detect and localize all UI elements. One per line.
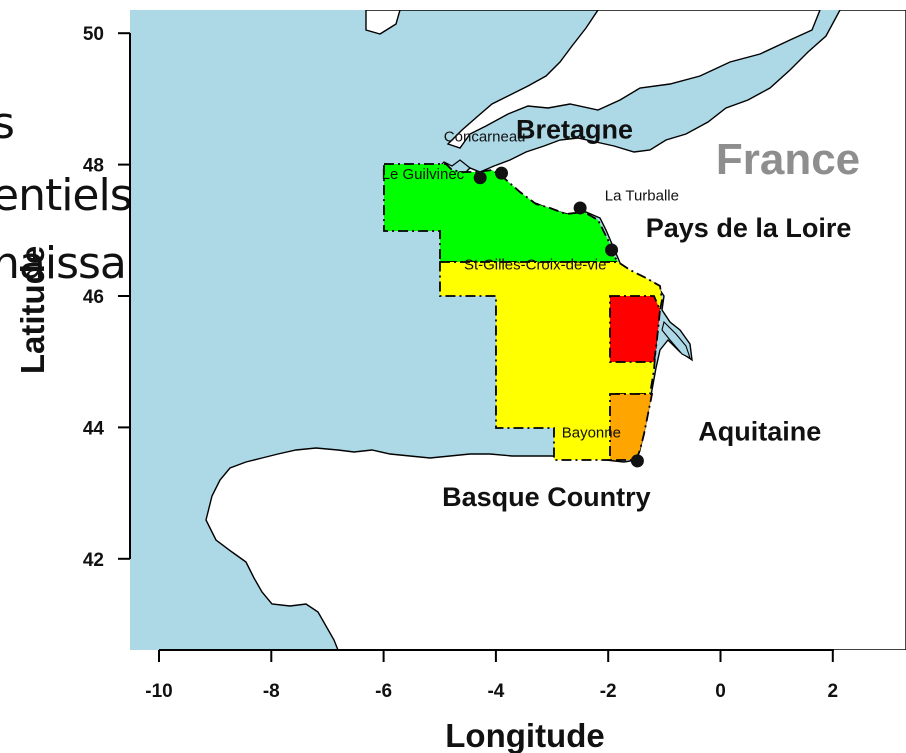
y-axis-label: Latitude xyxy=(14,246,51,374)
port-markers: Concarneau Le Guilvinec La TurballeSt-Gill… xyxy=(382,129,679,468)
gironde-estuary xyxy=(661,320,691,360)
port-label: St-Gilles-Croix-de-vie xyxy=(464,257,607,274)
x-tick-label: -6 xyxy=(375,681,392,702)
y-axis: 42 44 46 48 50 xyxy=(83,24,131,571)
port-label: La Turballe xyxy=(605,188,679,205)
x-tick-label: -10 xyxy=(145,681,172,702)
x-tick-label: -8 xyxy=(263,681,280,702)
y-tick-label: 42 xyxy=(83,550,104,571)
x-axis: -10 -8 -6 -4 -2 0 2 xyxy=(145,649,839,702)
port-marker xyxy=(573,201,587,215)
uk-west-coast xyxy=(365,10,401,35)
zone-central xyxy=(439,261,663,461)
x-tick-label: 2 xyxy=(828,681,839,702)
region-label: Pays de la Loire xyxy=(646,213,852,243)
port-marker xyxy=(630,454,644,468)
port-label: Bayonne xyxy=(562,424,621,441)
region-label: Basque Country xyxy=(442,482,651,512)
uk-landmass xyxy=(366,10,821,149)
port-label: Concarneau xyxy=(444,129,526,146)
port-label: Le Guilvinec xyxy=(382,166,465,183)
y-tick-label: 48 xyxy=(83,156,104,177)
x-tick-label: -4 xyxy=(487,681,504,702)
zone-red xyxy=(609,295,661,363)
zone-south xyxy=(609,393,654,461)
x-tick-label: -2 xyxy=(600,681,617,702)
x-tick-label: 0 xyxy=(715,681,726,702)
y-tick-label: 44 xyxy=(83,418,105,439)
map-area xyxy=(130,10,906,650)
port-marker xyxy=(605,243,619,257)
zone-north xyxy=(383,163,620,263)
x-axis-label: Longitude xyxy=(445,717,604,753)
continent xyxy=(205,10,906,650)
y-tick-label: 46 xyxy=(83,287,104,308)
country-label-france: France xyxy=(716,135,860,184)
region-label: Bretagne xyxy=(516,114,633,144)
region-label: Aquitaine xyxy=(698,417,821,447)
port-marker xyxy=(495,166,509,180)
y-tick-label: 50 xyxy=(83,24,104,45)
fishing-zones xyxy=(383,163,663,461)
port-marker xyxy=(473,171,487,185)
